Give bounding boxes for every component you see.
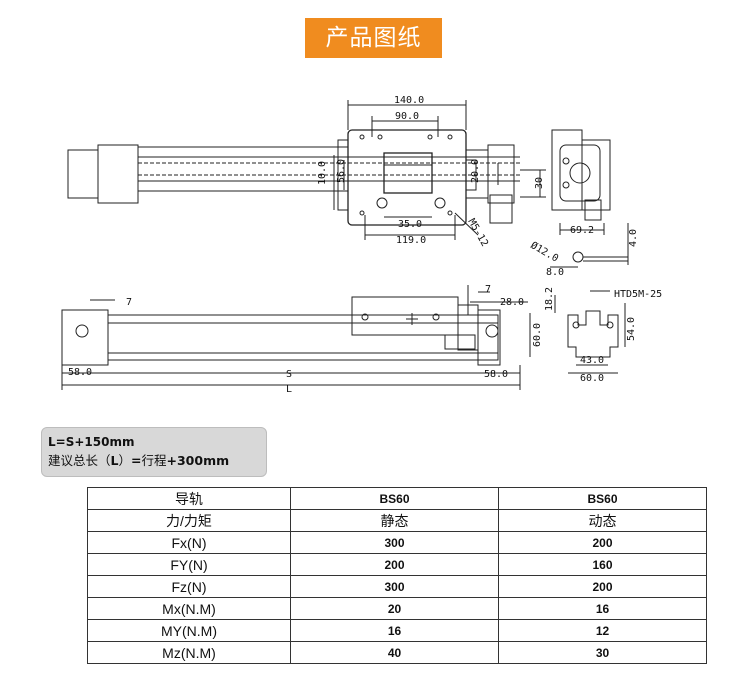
table-row: MY(N.M) 16 12 — [87, 619, 707, 642]
header-bs60-static: BS60 — [290, 487, 499, 510]
load-spec-table: 导轨 BS60 BS60 力/力矩 静态 动态 Fx(N) 300 200 FY… — [87, 487, 707, 664]
top-view — [67, 129, 520, 226]
table-row: Fx(N) 300 200 — [87, 531, 707, 554]
section-title: 产品图纸 — [305, 18, 442, 58]
front-view — [61, 296, 501, 366]
dim-54: 54.0 — [626, 317, 637, 341]
table-row: Mx(N.M) 20 16 — [87, 597, 707, 620]
subheader-dynamic: 动态 — [498, 509, 707, 532]
table-row: Fz(N) 300 200 — [87, 575, 707, 598]
dim-28: 28.0 — [500, 297, 524, 308]
note-recommendation: 建议总长（L）=行程+300mm — [48, 453, 230, 468]
note-formula: L=S+150mm — [48, 435, 135, 449]
dim-35: 35.0 — [398, 219, 422, 230]
dim-dia12: Ø12.0 — [529, 239, 561, 264]
dim-7-left: 7 — [126, 297, 132, 308]
dim-8: 8.0 — [546, 267, 564, 278]
dim-58-right: 58.0 — [484, 369, 508, 380]
dim-20: 20.0 — [470, 159, 481, 183]
dim-119: 119.0 — [396, 235, 426, 246]
table-row: Mz(N.M) 40 30 — [87, 641, 707, 664]
dim-140: 140.0 — [394, 95, 424, 106]
dim-56: 56.0 — [336, 159, 347, 183]
header-bs60-dynamic: BS60 — [498, 487, 707, 510]
dim-60-w: 60.0 — [580, 373, 604, 384]
dim-s: S — [286, 369, 292, 380]
subheader-force: 力/力矩 — [87, 509, 291, 532]
dim-m5: M5-12 — [465, 217, 490, 249]
dim-60-h: 60.0 — [532, 323, 543, 347]
dim-7-right: 7 — [485, 284, 491, 295]
table-subheader-row: 力/力矩 静态 动态 — [87, 509, 707, 532]
dim-18: 18.2 — [544, 287, 555, 311]
dim-43: 43.0 — [580, 355, 604, 366]
dim-10: 10.0 — [317, 161, 328, 185]
technical-drawing: 140.0 90.0 10.0 56.0 20.0 30 35.0 119.0 … — [61, 95, 662, 395]
end-view — [551, 129, 611, 221]
dim-90: 90.0 — [395, 111, 419, 122]
table-header-row: 导轨 BS60 BS60 — [87, 487, 707, 510]
header-rail: 导轨 — [87, 487, 291, 510]
dim-htd: HTD5M-25 — [614, 289, 662, 300]
dim-4: 4.0 — [628, 229, 639, 247]
dim-30: 30 — [534, 177, 545, 189]
dim-l: L — [286, 384, 292, 395]
dim-58-left: 58.0 — [68, 367, 92, 378]
table-row: FY(N) 200 160 — [87, 553, 707, 576]
profile-view — [567, 310, 619, 358]
subheader-static: 静态 — [290, 509, 499, 532]
dim-69: 69.2 — [570, 225, 594, 236]
drawing-dimensions: 140.0 90.0 10.0 56.0 20.0 30 35.0 119.0 … — [68, 95, 662, 395]
length-note: L=S+150mm 建议总长（L）=行程+300mm — [41, 427, 267, 477]
